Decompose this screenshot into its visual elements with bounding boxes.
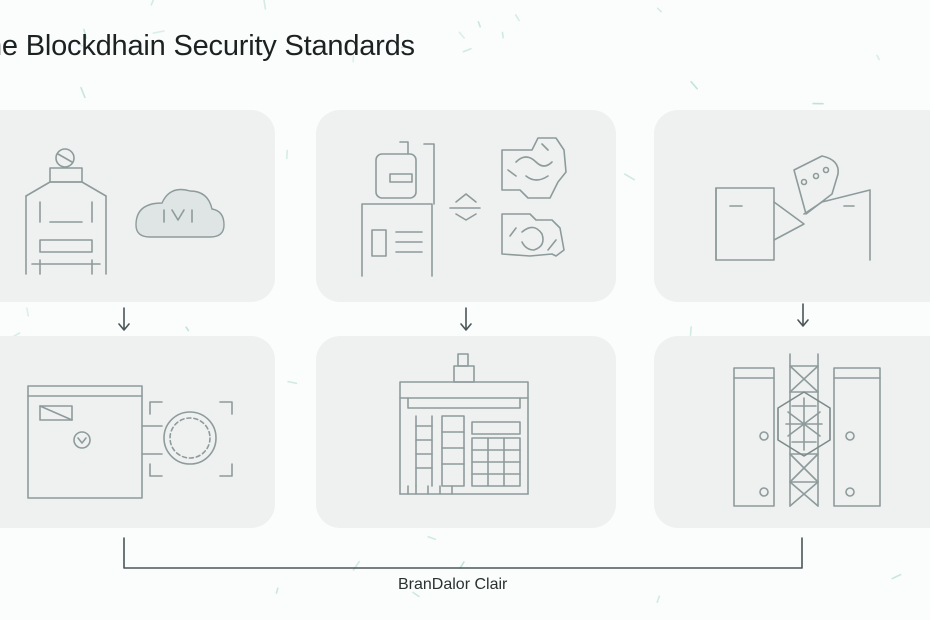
building-grid-icon — [399, 353, 529, 495]
confetti-dash — [285, 149, 289, 160]
confetti-dash — [459, 561, 465, 569]
confetti-dash — [412, 591, 420, 598]
confetti-dash — [891, 573, 902, 580]
confetti-dash — [656, 595, 661, 604]
tile-blocks-shield — [654, 110, 930, 302]
confetti-dash — [275, 587, 279, 594]
confetti-dash — [690, 80, 699, 90]
confetti-dash — [501, 31, 504, 39]
tile-tower-gem — [654, 336, 930, 528]
arrow-down-1 — [117, 306, 131, 332]
tile-server-cloud — [0, 110, 275, 302]
confetti-dash — [400, 45, 411, 49]
confetti-dash — [152, 30, 165, 34]
confetti-dash — [623, 173, 636, 181]
tower-with-gem-icon — [733, 353, 881, 507]
confetti-dash — [287, 380, 298, 385]
confetti-dash — [876, 54, 880, 61]
confetti-dash — [656, 7, 663, 13]
confetti-dash — [80, 86, 86, 99]
confetti-dash — [150, 0, 154, 6]
blocks-with-shield-icon — [715, 155, 871, 261]
confetti-dash — [26, 307, 30, 317]
confetti-dash — [263, 0, 267, 10]
confetti-dash — [185, 326, 190, 332]
confetti-dash — [458, 31, 466, 39]
tile-device-puzzle — [316, 110, 616, 302]
tile-building-grid — [316, 336, 616, 528]
confetti-dash — [83, 28, 88, 39]
confetti-dash — [76, 41, 83, 47]
server-tower-with-cloud-icon — [25, 148, 225, 275]
confetti-dash — [427, 535, 437, 541]
confetti-dash — [462, 47, 472, 53]
confetti-dash — [689, 326, 693, 337]
arrow-down-3 — [796, 302, 810, 328]
confetti-dash — [514, 14, 520, 22]
grouping-bracket — [123, 537, 803, 569]
device-and-puzzle-icon — [361, 137, 567, 277]
confetti-dash — [477, 20, 482, 28]
arrow-down-2 — [459, 306, 473, 332]
diagram-title: ne Blockdhain Security Standards — [0, 30, 415, 62]
window-with-target-icon — [27, 385, 233, 499]
diagram-caption: BranDalor Clair — [398, 576, 508, 593]
tile-window-target — [0, 336, 275, 528]
